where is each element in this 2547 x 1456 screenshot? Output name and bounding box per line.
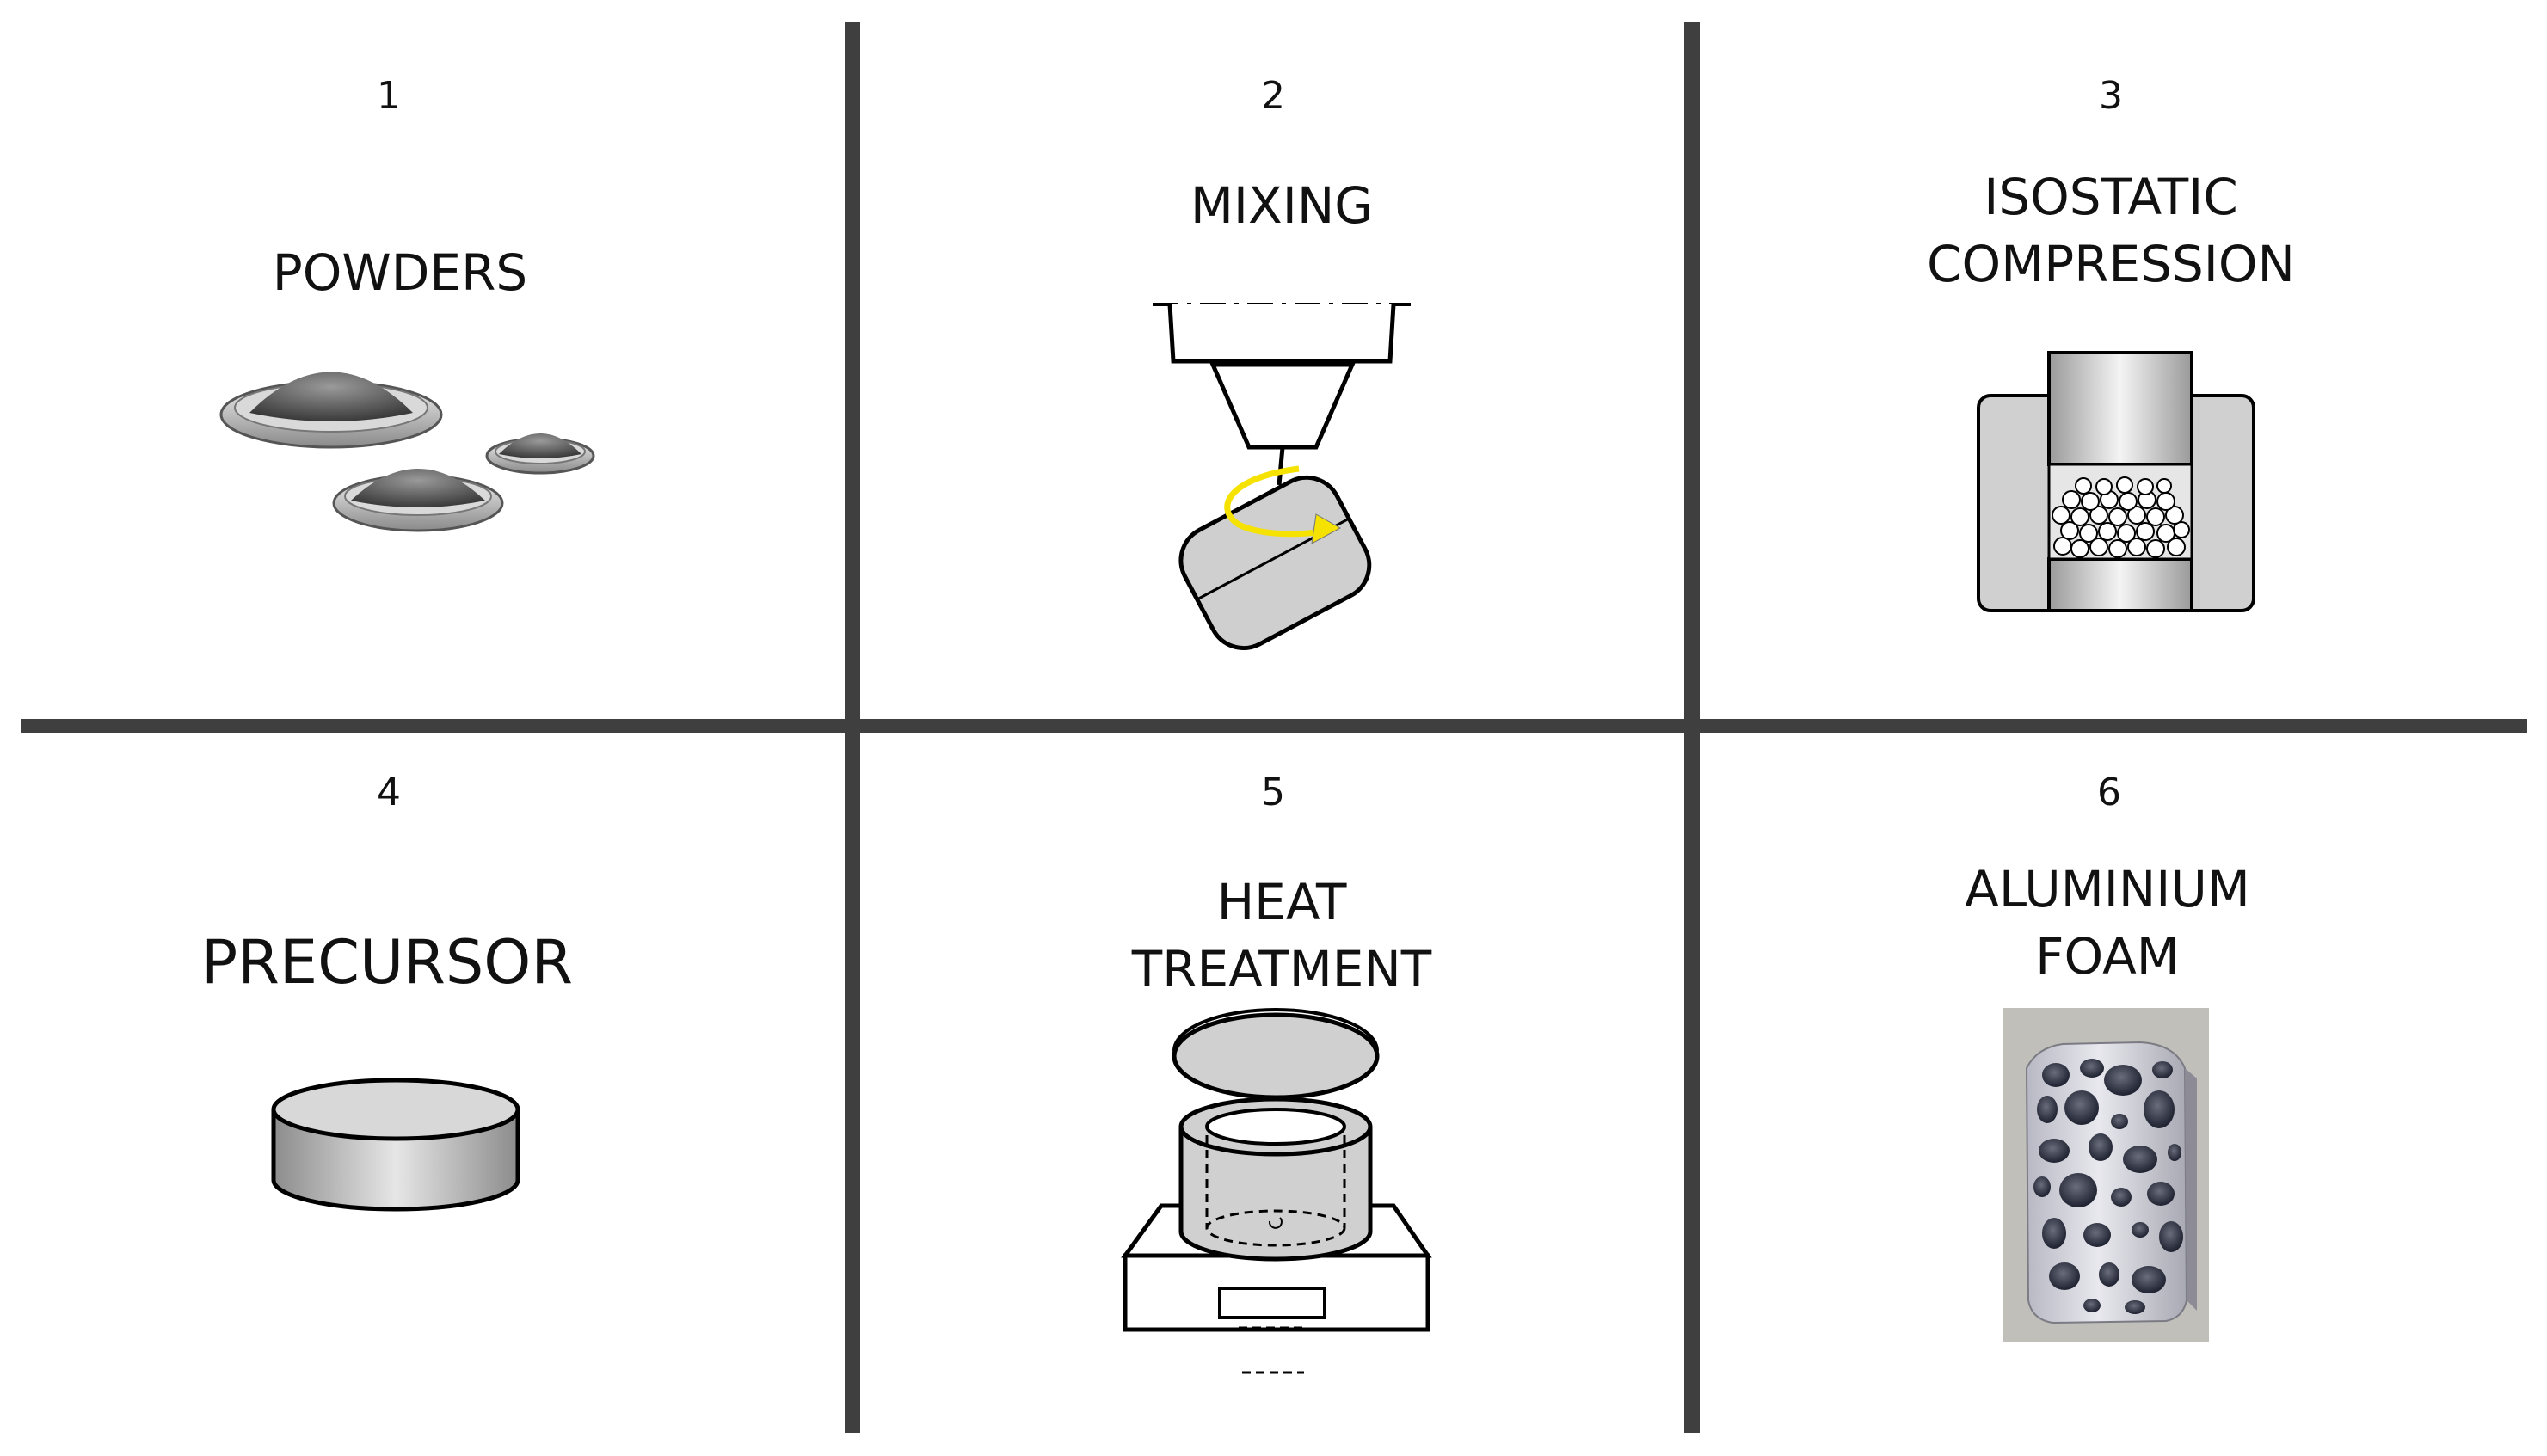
step-title: MIXING <box>1190 176 1374 235</box>
step-number: 3 <box>2099 74 2123 118</box>
step-number: 4 <box>377 771 401 814</box>
step-number: 1 <box>377 74 401 118</box>
step-title: PRECURSOR <box>201 927 573 998</box>
step-title: ALUMINIUM FOAM <box>1965 860 2250 986</box>
powder-granules <box>2052 476 2190 558</box>
mixer-icon <box>1153 303 1411 650</box>
press-die-icon <box>1977 351 2255 612</box>
step-title: HEAT TREATMENT <box>1131 873 1432 999</box>
precursor-disc-icon <box>271 1078 520 1212</box>
furnace-icon <box>1121 1008 1432 1374</box>
step-title: POWDERS <box>272 243 528 302</box>
powder-piles-icon <box>219 372 595 532</box>
step-number: 6 <box>2097 771 2121 814</box>
step-number: 5 <box>1261 771 1285 814</box>
step-number: 2 <box>1261 74 1285 118</box>
divider-horizontal <box>21 719 2527 733</box>
foam-sample-photo <box>2003 1008 2209 1342</box>
step-title: ISOSTATIC COMPRESSION <box>1927 168 2295 294</box>
